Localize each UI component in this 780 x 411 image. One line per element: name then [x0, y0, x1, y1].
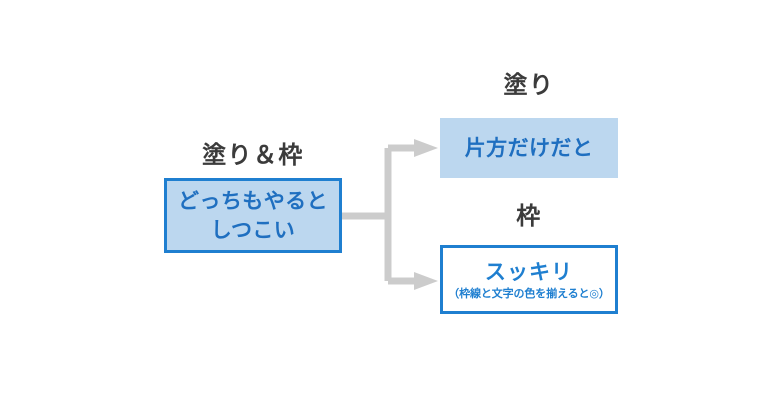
caption-fill-and-border: 塗り＆枠	[202, 141, 304, 169]
caption-fill-only: 塗り	[503, 71, 555, 99]
node-border-only-text: スッキリ	[484, 259, 574, 284]
node-fill-only-text: 片方だけだと	[464, 136, 594, 160]
node-border-only: スッキリ （枠線と文字の色を揃えると◎）	[440, 245, 618, 314]
node-fill-and-border: どっちもやると しつこい	[164, 178, 342, 253]
node-border-only-note: （枠線と文字の色を揃えると◎）	[448, 286, 610, 300]
caption-border-only: 枠	[516, 202, 542, 230]
arrowhead-lower-icon	[414, 272, 438, 290]
node-fill-and-border-line-1: どっちもやると	[178, 188, 328, 213]
arrowhead-upper-icon	[414, 139, 438, 157]
node-fill-and-border-line-2: しつこい	[210, 217, 296, 242]
node-fill-only: 片方だけだと	[440, 118, 618, 178]
